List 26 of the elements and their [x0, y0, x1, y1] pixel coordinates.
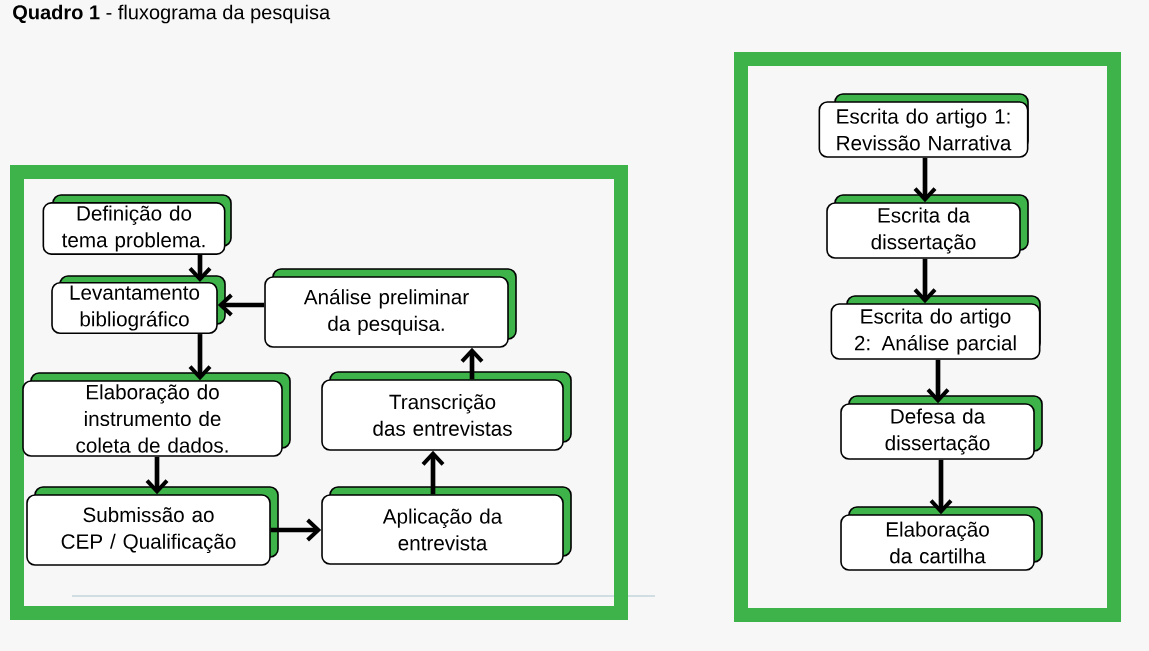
process-box: Defesa da dissertação [840, 395, 1043, 460]
arrow [926, 359, 950, 404]
process-box: Definição do tema problema. [42, 194, 232, 255]
process-box: Escrita do artigo 2: Análise parcial [830, 295, 1041, 360]
arrow [145, 456, 169, 495]
arrow [913, 258, 937, 304]
arrow [217, 293, 265, 317]
process-box: Elaboração da cartilha [840, 506, 1043, 571]
arrow [270, 518, 322, 542]
arrow [188, 334, 212, 381]
title: Quadro 1 - fluxograma da pesquisa [13, 4, 331, 24]
process-box: Submissão ao CEP / Qualificação [26, 486, 279, 566]
process-box: Levantamento bibliográfico [51, 275, 226, 335]
process-box: Aplicação da entrevista [321, 486, 572, 565]
process-box: Transcrição das entrevistas [321, 371, 572, 451]
panel-frame [734, 52, 1121, 622]
panel-frame [10, 165, 628, 620]
arrow [929, 459, 953, 515]
process-box: Elaboração do instrumento de coleta de dados. [22, 372, 291, 457]
arrow [913, 157, 937, 203]
arrow [188, 254, 212, 282]
arrow [421, 450, 445, 495]
arrow [460, 347, 484, 380]
process-box: Escrita do artigo 1: Revissão Narrativa [818, 93, 1029, 158]
process-box: Análise preliminar da pesquisa. [264, 268, 517, 348]
process-box: Escrita da dissertação [826, 194, 1029, 259]
